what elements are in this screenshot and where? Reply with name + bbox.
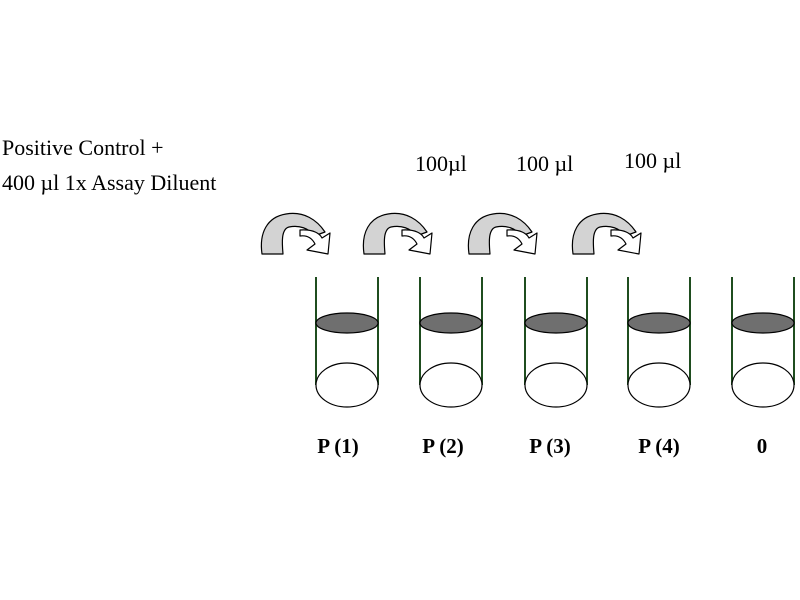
tube-label-p2: P (2) — [422, 434, 464, 458]
tube-2 — [419, 277, 483, 408]
transfer-arrow-2 — [362, 212, 433, 255]
transfer-volume-2: 100 µl — [516, 151, 574, 176]
tube-row — [315, 277, 795, 408]
tube-1 — [315, 277, 379, 408]
arrow-head — [610, 229, 642, 255]
instruction-line-1: Positive Control + — [2, 135, 164, 160]
transfer-volume-1: 100µl — [415, 151, 467, 176]
transfer-arrow-3 — [467, 212, 538, 255]
liquid-surface — [524, 312, 588, 334]
liquid-surface — [315, 312, 379, 334]
transfer-arrow-1 — [260, 212, 331, 255]
tube-label-p3: P (3) — [529, 434, 571, 458]
dilution-instructions: Positive Control + 400 µl 1x Assay Dilue… — [2, 130, 216, 200]
tube-label-0: 0 — [756, 434, 768, 458]
tube-3 — [524, 277, 588, 408]
arrow-head — [506, 229, 538, 255]
tube-bottom — [627, 362, 691, 408]
tube-label-p1: P (1) — [317, 434, 359, 458]
transfer-arrow-4 — [571, 212, 642, 255]
transfer-volume-3: 100 µl — [624, 148, 682, 173]
arrow-head — [299, 229, 331, 255]
tube-bottom — [315, 362, 379, 408]
transfer-arrows — [260, 212, 642, 255]
arrow-head — [401, 229, 433, 255]
tube-label-p4: P (4) — [638, 434, 680, 458]
tube-5 — [731, 277, 795, 408]
tube-bottom — [731, 362, 795, 408]
tube-bottom — [524, 362, 588, 408]
tube-bottom — [419, 362, 483, 408]
liquid-surface — [627, 312, 691, 334]
instruction-line-2: 400 µl 1x Assay Diluent — [2, 170, 217, 195]
tube-4 — [627, 277, 691, 408]
liquid-surface — [419, 312, 483, 334]
liquid-surface — [731, 312, 795, 334]
